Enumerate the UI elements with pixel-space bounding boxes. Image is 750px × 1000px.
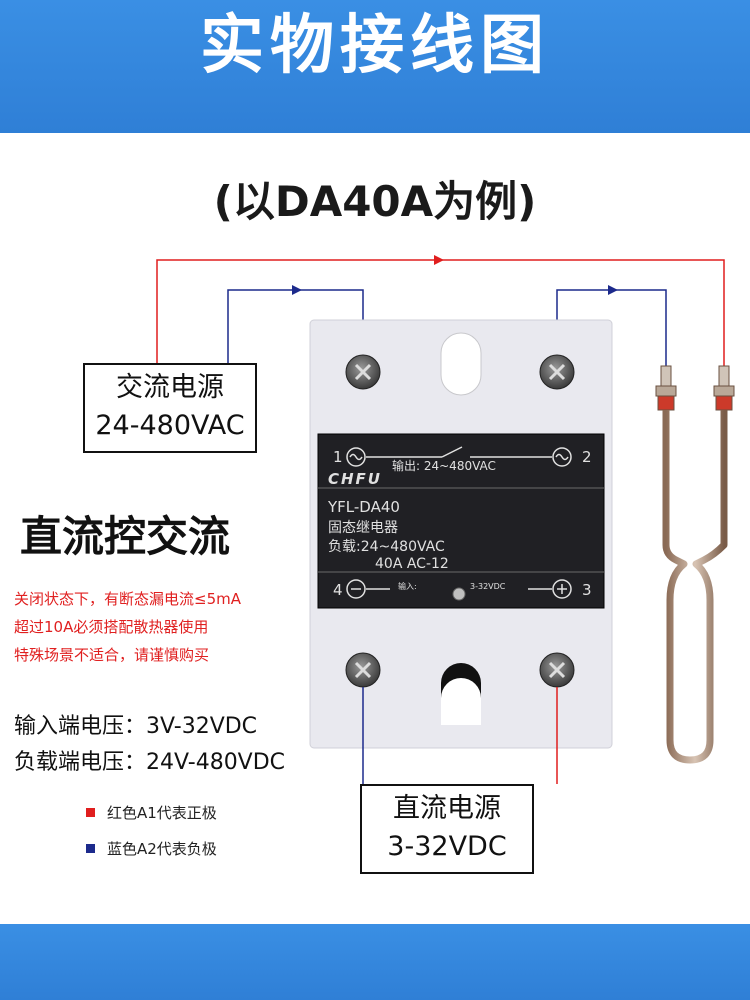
terminal-3-screw-icon xyxy=(539,652,575,688)
note-heatsink: 超过10A必须搭配散热器使用 xyxy=(14,618,209,636)
note-caution: 特殊场景不适合，请谨慎购买 xyxy=(14,646,210,664)
load-rating: 负载:24~480VAC xyxy=(328,539,445,555)
model-number: YFL-DA40 xyxy=(327,498,400,516)
relay-type: 固态继电器 xyxy=(328,520,398,536)
footer-banner xyxy=(0,924,750,1000)
legend-positive-label: 红色A1代表正极 xyxy=(107,804,217,822)
brand-logo: CHFU xyxy=(328,470,382,488)
ac-source-voltage: 24-480VAC xyxy=(95,410,245,441)
red-arrow-icon xyxy=(434,255,444,265)
heater-terminal-left xyxy=(655,365,677,411)
terminal-2-label: 2 xyxy=(582,448,592,466)
legend-negative-label: 蓝色A2代表负极 xyxy=(107,840,217,858)
spec-load-voltage: 负载端电压：24V-480VDC xyxy=(14,750,286,775)
plus-symbol-icon xyxy=(528,579,572,599)
dc-source-label: 直流电源 xyxy=(393,793,501,824)
legend-swatch-blue xyxy=(86,844,95,853)
note-leakage: 关闭状态下，有断态漏电流≤5mA xyxy=(14,590,241,608)
blue-arrow-icon xyxy=(292,285,302,295)
dc-source-voltage: 3-32VDC xyxy=(387,831,507,862)
terminal-1-screw-icon xyxy=(345,354,381,390)
indicator-led xyxy=(452,587,466,601)
mounting-hole-top xyxy=(440,332,482,396)
header-banner: 实物接线图 xyxy=(0,0,750,133)
dc-source-box: 直流电源 3-32VDC xyxy=(360,784,534,874)
ac-source-box: 交流电源 24-480VAC xyxy=(83,363,257,453)
ac-symbol-icon xyxy=(346,447,572,467)
terminal-1-label: 1 xyxy=(333,448,343,466)
current-rating: 40A AC-12 xyxy=(375,556,449,572)
input-range: 3-32VDC xyxy=(470,582,506,591)
legend-negative: 蓝色A2代表负极 xyxy=(86,838,217,859)
terminal-4-screw-icon xyxy=(345,652,381,688)
terminal-3-label: 3 xyxy=(582,581,592,599)
minus-symbol-icon xyxy=(346,579,390,599)
control-type-heading: 直流控交流 xyxy=(20,512,231,561)
heating-element xyxy=(655,365,735,764)
terminal-4-label: 4 xyxy=(333,581,343,599)
terminal-2-screw-icon xyxy=(539,354,575,390)
output-label: 输出: 24~480VAC xyxy=(392,458,496,473)
ac-source-label: 交流电源 xyxy=(116,372,224,403)
page-title: 实物接线图 xyxy=(200,9,550,83)
red-wire-ac xyxy=(156,255,725,380)
heater-terminal-right xyxy=(713,365,735,411)
subtitle: (以DA40A为例) xyxy=(213,177,537,226)
input-label: 输入: xyxy=(398,581,417,591)
blue-arrow-icon xyxy=(608,285,618,295)
legend-swatch-red xyxy=(86,808,95,817)
legend-positive: 红色A1代表正极 xyxy=(86,802,217,823)
spec-input-voltage: 输入端电压：3V-32VDC xyxy=(14,714,258,739)
solid-state-relay: 1 2 4 3 输出: 24~480VAC CHFU YFL-DA40 固态继电… xyxy=(309,319,613,749)
switch-symbol-icon xyxy=(366,446,552,458)
